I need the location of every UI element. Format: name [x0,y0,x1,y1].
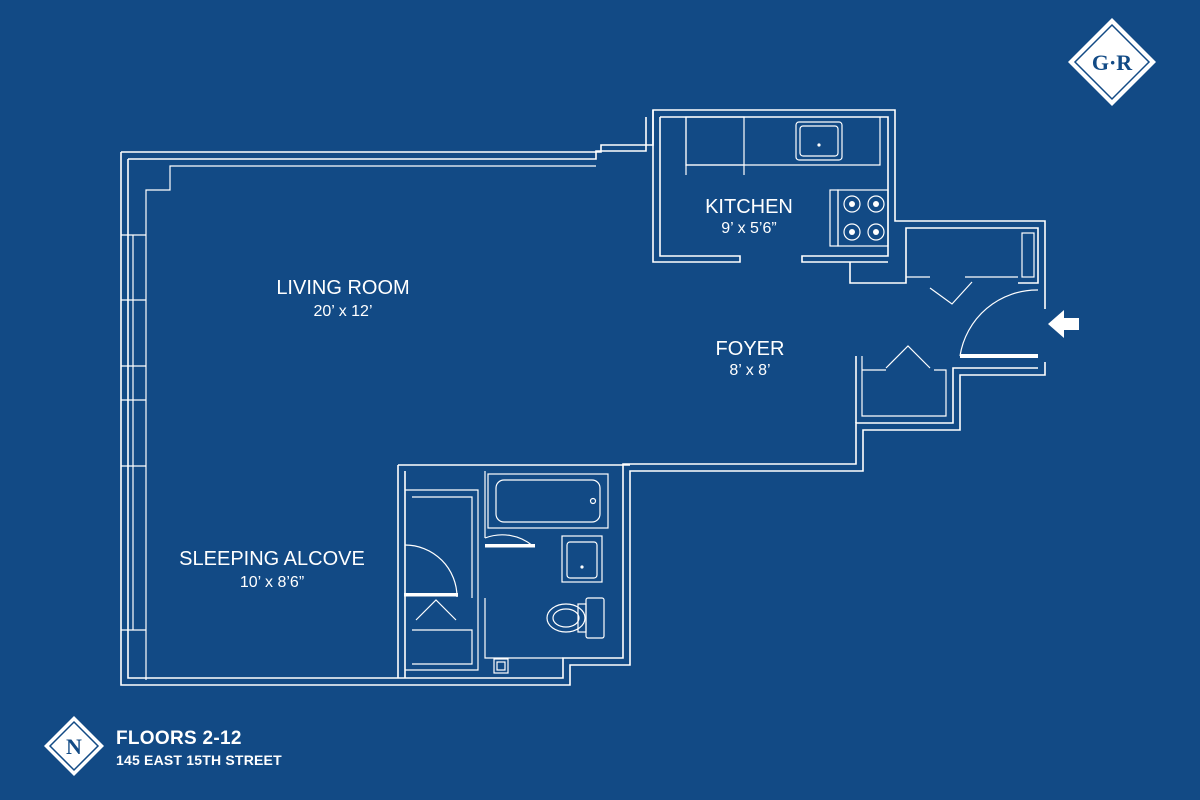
stove-icon [829,189,889,247]
floors-title: FLOORS 2-12 [116,728,242,749]
north-compass-icon: N [44,716,104,776]
kitchen: KITCHEN 9’ x 5’6” [652,110,889,263]
gr-logo-icon: G·R [1068,18,1156,106]
foyer-dims: 8’ x 8’ [729,362,770,379]
address-subtitle: 145 EAST 15TH STREET [116,752,282,768]
bathroom [397,464,630,678]
sleeping-alcove-label: SLEEPING ALCOVE [179,548,365,570]
living-room-label: LIVING ROOM [276,277,409,299]
apartment-walls [120,109,1046,686]
kitchen-label: KITCHEN [705,196,793,218]
toilet-icon [546,597,605,639]
north-label: N [66,734,82,759]
foyer-label: FOYER [716,338,785,360]
logo-text: G·R [1092,50,1133,75]
kitchen-dims: 9’ x 5’6” [721,220,776,237]
sleeping-alcove-dims: 10’ x 8’6” [240,574,304,591]
foyer-area: FOYER 8’ x 8’ [716,227,1039,423]
living-room-dims: 20’ x 12’ [314,303,373,320]
entrance-arrow-icon [1048,310,1079,338]
